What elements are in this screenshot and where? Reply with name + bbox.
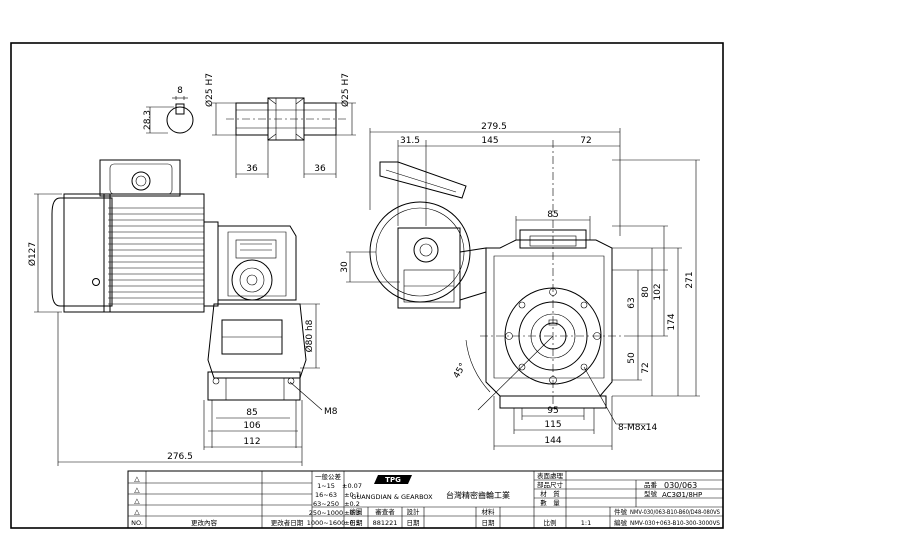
v-63-label: 63 [627,297,637,308]
tol-value-3: ±0.2 [344,500,360,508]
v-72-label: 72 [641,362,651,373]
base-85-label: 85 [246,408,257,418]
front-85-label: 85 [547,210,558,220]
part-no-value: 030/063 [664,481,697,490]
v-271-label: 271 [685,271,695,288]
motor-side-view: Ø127 [27,159,205,313]
name-value: NMV-030/063-B10-B60/D48-080VS [630,508,720,516]
code-value: NMV-030+063-B10-300-3000VS [630,519,720,527]
top-145-label: 145 [481,136,498,146]
name-label: 件號 [614,507,628,516]
rev-triangle-4: △ [134,508,140,516]
tol-range-1: 1~15 [317,482,335,490]
base-106-label: 106 [243,421,260,431]
company-sub: GUANGDIAN & GEARBOX [351,493,433,501]
company-name: 台灣精密齒輪工業 [446,490,510,500]
part-no-label: 品番 [644,481,658,489]
hollow-shaft-detail: Ø25 H7 Ø25 H7 36 36 [204,73,356,178]
bolt-note-label: 8-M8x14 [618,423,658,433]
logo-text: TPG [385,476,401,484]
rev-triangle-3: △ [134,497,140,505]
drawn-label: 繪圖 [350,507,363,516]
side-30-label: 30 [340,261,350,273]
key-height-label: 28.3 [143,110,153,130]
gearbox-front-view: 30 279.5 31.5 [340,122,700,450]
rev-date-header: 更改者日期 [271,518,304,527]
v-174-label: 174 [667,313,677,330]
tol-range-3: 63~250 [313,500,339,508]
surface-label: 表面處理 [537,471,564,480]
scale-label: 比例 [544,518,557,527]
tol-value-4: ±0.3 [344,509,360,517]
top-72-label: 72 [580,136,591,146]
tol-range-4: 250~1000 [309,509,343,517]
tol-value-1: ±0.07 [342,482,362,490]
qty-label: 數 量 [540,498,560,507]
tolerance-header: 一般公差 [315,472,342,481]
front-95-label: 95 [547,406,558,416]
part-label: 材料 [482,507,496,516]
shaft-dia-right-label: Ø25 H7 [340,73,351,107]
rev-content-header: 更改內容 [191,518,218,527]
v-80-label: 80 [641,286,651,298]
gearbox-side-view: Ø80 h8 M8 85 106 112 276.5 [57,221,338,466]
overall-length-label: 276.5 [167,452,193,462]
flange-dia-label: Ø80 h8 [304,319,315,352]
tol-value-2: ±0.1 [344,491,360,499]
model-value: AC3Ø1/8HP [662,491,702,499]
top-2795-label: 279.5 [481,122,507,132]
angle-45-label: 45° [452,362,469,381]
date2-label: 日期 [407,519,421,527]
rev-no-header: NO. [131,519,143,527]
material-label: 材 質 [540,489,560,498]
code-label: 編號 [614,518,628,527]
assembly-label: 部品尺寸 [537,480,564,489]
key-width-label: 8 [177,86,183,96]
front-144-label: 144 [544,436,561,446]
thread-m8-label: M8 [324,407,338,417]
top-315-label: 31.5 [400,136,420,146]
shaft-dia-left-label: Ø25 H7 [204,73,215,107]
drawing-frame [10,42,724,529]
designed-label: 設計 [407,507,421,516]
rev-triangle-2: △ [134,486,140,494]
tol-value-5: ±0.5 [344,519,360,527]
tol-range-5: 1000~1600 [307,519,346,527]
date-value: 881221 [373,519,398,527]
v-102-label: 102 [653,283,663,300]
rev-triangle-1: △ [134,475,140,483]
date3-label: 日期 [482,519,496,527]
checked-label: 審查者 [375,507,395,516]
shaft-len-right-label: 36 [314,164,326,174]
motor-fins [108,207,204,305]
title-block: △ △ △ △ NO. 更改內容 更改者日期 一般公差 1~15 ±0.07 1… [127,470,724,529]
front-115-label: 115 [544,420,561,430]
model-label: 型號 [644,489,658,498]
company-logo: TPG [374,475,412,484]
keyway-detail: 8 28.3 [143,86,194,134]
tol-range-2: 16~63 [315,491,337,499]
date-label: 日期 [350,519,364,527]
base-112-label: 112 [243,437,260,447]
scale-value: 1:1 [581,519,591,527]
shaft-len-left-label: 36 [246,164,258,174]
motor-dia-label: Ø127 [27,242,38,266]
v-50-label: 50 [627,352,637,364]
